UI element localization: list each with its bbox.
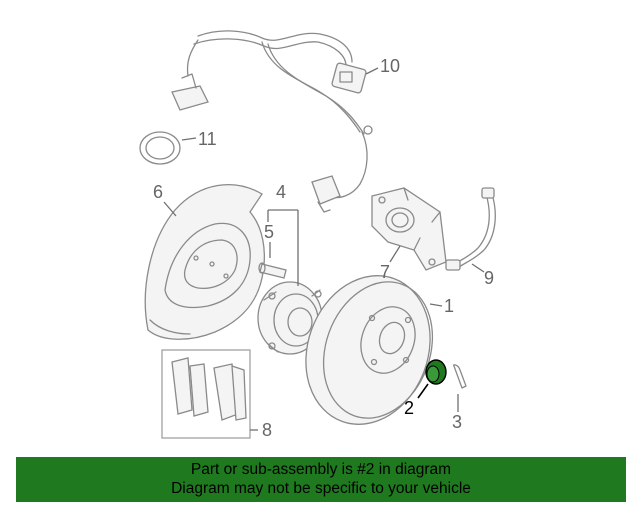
callout-3: 3 — [452, 412, 462, 432]
leader-lines — [163, 67, 485, 431]
callout-7: 7 — [380, 262, 390, 282]
callout-1: 1 — [444, 296, 454, 316]
brake-hose — [445, 187, 496, 271]
callout-11: 11 — [198, 129, 217, 149]
callout-10: 10 — [380, 56, 400, 76]
callout-8: 8 — [262, 420, 272, 440]
callout-9: 9 — [484, 268, 494, 288]
brake-caliper — [371, 187, 447, 271]
hub-cap-highlighted — [425, 359, 447, 385]
seal-ring — [139, 131, 181, 165]
banner-line-2: Diagram may not be specific to your vehi… — [171, 480, 471, 497]
retaining-clip — [452, 364, 467, 389]
callout-6: 6 — [153, 182, 163, 202]
backing-plate — [144, 184, 265, 340]
info-banner: Part or sub-assembly is #2 in diagram Di… — [16, 457, 626, 502]
brake-rotor — [305, 275, 434, 425]
callout-4: 4 — [276, 182, 286, 202]
brake-pads-set — [161, 349, 251, 439]
banner-line-1: Part or sub-assembly is #2 in diagram — [190, 461, 452, 478]
wheel-stud — [258, 262, 287, 279]
callout-2: 2 — [404, 398, 414, 418]
callout-5: 5 — [264, 222, 274, 242]
abs-sensor-harness — [171, 30, 373, 213]
brake-assembly-diagram: 10 11 6 4 5 7 1 9 8 3 2 — [139, 30, 496, 440]
